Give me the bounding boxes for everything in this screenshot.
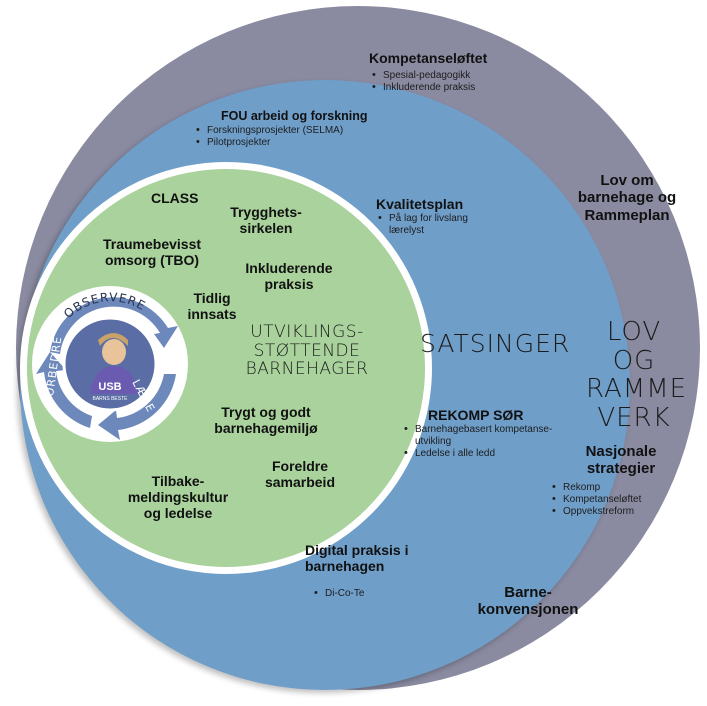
barnekonvensjonen: Barne-konvensjonen <box>477 584 579 619</box>
list-item: Di-Co-Te <box>314 587 414 600</box>
kvalitetsplan-title: Kvalitetsplan <box>376 196 464 212</box>
arrow-bottom-right <box>98 374 176 440</box>
arrow-top <box>50 297 178 354</box>
logo-subtext: BARNS BESTE <box>92 396 128 402</box>
tilbakemeldingskultur-label: Tilbake-meldingskultur og ledelse <box>127 473 229 522</box>
arrow-left <box>36 352 92 428</box>
nasjonale-strategier-title: Nasjonale strategier <box>585 443 657 478</box>
list-item: Kompetanseløftet <box>552 493 672 506</box>
list-item: Forskningsprosjekter (SELMA) <box>196 124 356 137</box>
kvalitetsplan-list: På lag for livslang lærelyst <box>378 212 498 237</box>
digital-praksis-list: Di-Co-Te <box>314 587 414 600</box>
list-item: På lag for livslang lærelyst <box>378 212 498 237</box>
list-item: Oppvekstreform <box>552 505 672 518</box>
lov-og-rammeverk-label: LOV OG RAMME VERK <box>586 317 688 433</box>
foreldre-samarbeid-label: Foreldre samarbeid <box>264 458 336 491</box>
logo-text: USB <box>98 381 121 393</box>
rekomp-list: Barnehagebasert kompetanse- utvikling Le… <box>404 423 554 460</box>
cycle-graphic: USB BARNS BESTE OBSERVERE FORBEDRE LÆRE <box>32 286 188 442</box>
inkluderende-praksis-label: Inkluderende praksis <box>245 260 333 293</box>
satsinger-label: SATSINGER <box>420 329 571 358</box>
trygt-og-godt-label: Trygt og godt barnehagemiljø <box>214 404 318 437</box>
kompetanseloftet-title: Kompetanseløftet <box>369 50 488 66</box>
lov-om-barnehage: Lov om barnehage og Rammeplan <box>577 172 677 224</box>
nasjonale-strategier-list: Rekomp Kompetanseløftet Oppvekstreform <box>552 481 672 518</box>
digital-praksis-title: Digital praksis i barnehagen <box>305 542 409 575</box>
fou-list: Forskningsprosjekter (SELMA) Pilotprosje… <box>196 124 356 149</box>
traumebevisst-label: Traumebevisst omsorg (TBO) <box>102 236 202 269</box>
kompetanseloftet-list: Spesial-pedagogikk Inkluderende praksis <box>372 69 532 94</box>
list-item: Pilotprosjekter <box>196 136 356 149</box>
child-face <box>102 339 126 365</box>
tidlig-innsats-label: Tidlig innsats <box>187 290 237 323</box>
list-item: Ledelse i alle ledd <box>404 447 554 460</box>
list-item: Spesial-pedagogikk <box>372 69 532 82</box>
rekomp-title: REKOMP SØR <box>428 407 524 423</box>
list-item: Rekomp <box>552 481 672 494</box>
list-item: Inkluderende praksis <box>372 81 532 94</box>
child-body <box>90 366 138 394</box>
class-label: CLASS <box>151 190 199 206</box>
list-item: Barnehagebasert kompetanse- utvikling <box>404 423 554 448</box>
fou-title: FOU arbeid og forskning <box>221 109 368 123</box>
utviklingsstottende-label: UTVIKLINGS-STØTTENDE BARNEHAGER <box>245 322 369 380</box>
trygghetssirkelen-label: Trygghets-sirkelen <box>230 204 302 237</box>
